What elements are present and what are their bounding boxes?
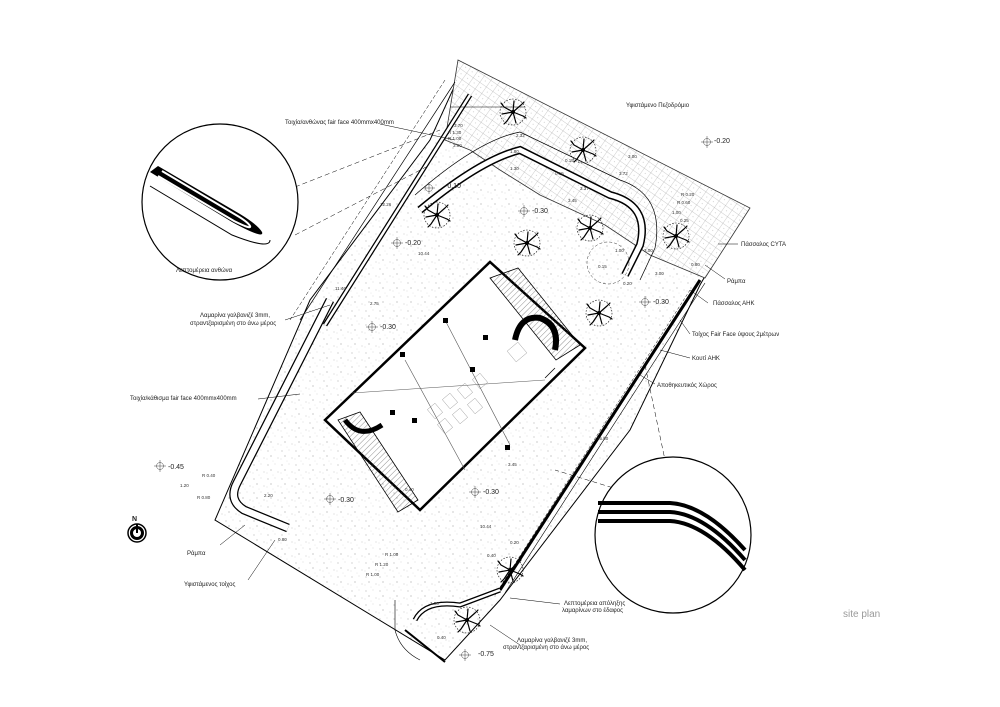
dimension-label: 3.00 (453, 143, 462, 148)
dimension-label: 0.20 (623, 281, 632, 286)
caption: site plan (843, 609, 880, 620)
dimension-label: 3.00 (628, 154, 637, 159)
ramp-radius-guide (586, 241, 630, 285)
level-label: -0.20 (405, 240, 421, 247)
dimension-label: R 0.80 (197, 495, 211, 500)
dimension-label: 3.37 (580, 186, 589, 191)
dimension-label: 2.75 (370, 301, 379, 306)
dimension-label: R 1.00 (448, 136, 462, 141)
dimension-label: 3.00 (655, 271, 664, 276)
dimension-label: 1.00 (615, 248, 624, 253)
dimension-label: 12.26 (380, 202, 392, 207)
curved-walls-bottom (394, 587, 501, 663)
dimension-label: 0.80 (691, 262, 700, 267)
dimension-label: R 0.20 (681, 192, 695, 197)
dimension-label: 0.80 (278, 537, 287, 542)
label-planter-detail: Λεπτομέρεια ανθώνα (176, 267, 233, 274)
label-galvanized-bottom: Λαμαρίνα γαλβανιζέ 3mm, (517, 637, 587, 644)
dimension-label: 0.40 (437, 635, 446, 640)
level-label: -0.20 (714, 138, 730, 145)
label-galvanized-top-2: στραντζαρισμένη στο άνω μέρος (190, 320, 276, 327)
dimension-label: 3.72 (619, 171, 628, 176)
dimension-label: 0.40 (405, 487, 414, 492)
dimension-label: R 1.00 (366, 572, 380, 577)
label-existing-wall: Υφιστάμενος τοίχος (184, 581, 235, 588)
annotation-labels: Υφιστάμενο Πεζοδρόμιο Τοιχία/ανθώνας fai… (130, 102, 786, 651)
dimension-label: R 1.20 (375, 562, 389, 567)
label-fair-face-wall: Τοίχος Fair Face ύψους 2μέτρων (692, 331, 779, 338)
label-box-ahk: Κουτί ΑΗΚ (692, 356, 720, 362)
dimension-label: 11.46 (335, 286, 346, 291)
label-pole-cyta: Πάσσαλος CYTA (741, 241, 786, 248)
building (323, 260, 587, 513)
level-marker-icon (700, 135, 714, 149)
label-galvanized-bottom-2: στραντζαρισμένη στο άνω μέρος (503, 644, 589, 651)
curved-planter-top (414, 131, 658, 281)
planter-wall-top (289, 79, 473, 327)
level-marker-icon (153, 459, 167, 473)
detail-leaders (294, 129, 666, 491)
label-ramp-right: Ράμπα (727, 278, 746, 285)
label-seat-wall: Τοιχία/κάθισμα fair face 400mmx400mm (130, 395, 237, 402)
level-marker-icon (458, 648, 472, 662)
dimension-label: R 1.00 (385, 552, 399, 557)
dimension-label: 1.00 (672, 210, 681, 215)
dimension-label: 3.45 (508, 462, 517, 467)
dimension-label: 1.80 (510, 149, 519, 154)
planter-detail-circle (141, 123, 299, 281)
dimension-label: 10.44 (418, 251, 430, 256)
level-label: -0.30 (380, 324, 396, 331)
dimension-label: 3.70 (454, 123, 463, 128)
label-sidewalk: Υφιστάμενο Πεζοδρόμιο (626, 102, 690, 109)
label-storage: Αποθηκευτικός Χώρος (657, 382, 717, 389)
level-label: -0.30 (483, 489, 499, 496)
dimension-labels: 3.70 R 1.30 R 1.00 3.00 2.32 1.80 1.30 3… (180, 123, 700, 640)
dimension-label: 3.45 (568, 198, 577, 203)
north-arrow-icon: N (127, 516, 147, 543)
dimension-label: 0.40 (487, 553, 496, 558)
dimension-label: 0.20 (510, 540, 519, 545)
label-pole-ahk: Πάσσαλος ΑΗΚ (713, 300, 755, 307)
dimension-label: 1.30 (510, 166, 519, 171)
dimension-label: 3.00 (644, 248, 653, 253)
dimension-label: 2.20 (264, 493, 273, 498)
dimension-label: R 0.60 (677, 200, 691, 205)
dimension-label: 10.44 (480, 524, 492, 529)
level-label: -0.30 (338, 497, 354, 504)
fair-face-wall-right (494, 279, 706, 596)
label-ramp-left: Ράμπα (187, 550, 206, 557)
dimension-label: 2.32 (516, 133, 525, 138)
level-labels: -0.20 -0.10 -0.30 -0.20 -0.30 -0.30 -0.4… (168, 138, 730, 658)
dimension-label: 0.15 (598, 264, 607, 269)
north-label: N (132, 516, 137, 523)
dimension-label: R 1.30 (448, 130, 462, 135)
label-edge-detail-2: λαμαρίνων στο έδαφος (562, 607, 623, 614)
dimension-label: 1.20 (180, 483, 189, 488)
level-label: -0.30 (653, 299, 669, 306)
dimension-label: R 0.40 (202, 473, 216, 478)
level-label: -0.10 (445, 183, 461, 190)
label-edge-detail: Λεπτομέρεια απόληξης (564, 600, 625, 607)
dimension-label: 0.15 (565, 158, 574, 163)
label-galvanized-top: Λαμαρίνα γαλβανιζέ 3mm, (200, 312, 270, 319)
dimension-label: 0.25 (680, 218, 689, 223)
dimension-label: 0.15 (555, 171, 564, 176)
seat-wall-left (229, 297, 335, 533)
edge-detail-circle (594, 456, 752, 614)
level-label: -0.30 (532, 208, 548, 215)
dimension-label: 15.00 (597, 436, 609, 441)
level-label: -0.75 (478, 651, 494, 658)
level-label: -0.45 (168, 464, 184, 471)
label-planter-wall: Τοιχία/ανθώνας fair face 400mmx400mm (285, 120, 394, 126)
leader-lines (219, 106, 738, 646)
dimension-label: 1.00 (430, 601, 439, 606)
